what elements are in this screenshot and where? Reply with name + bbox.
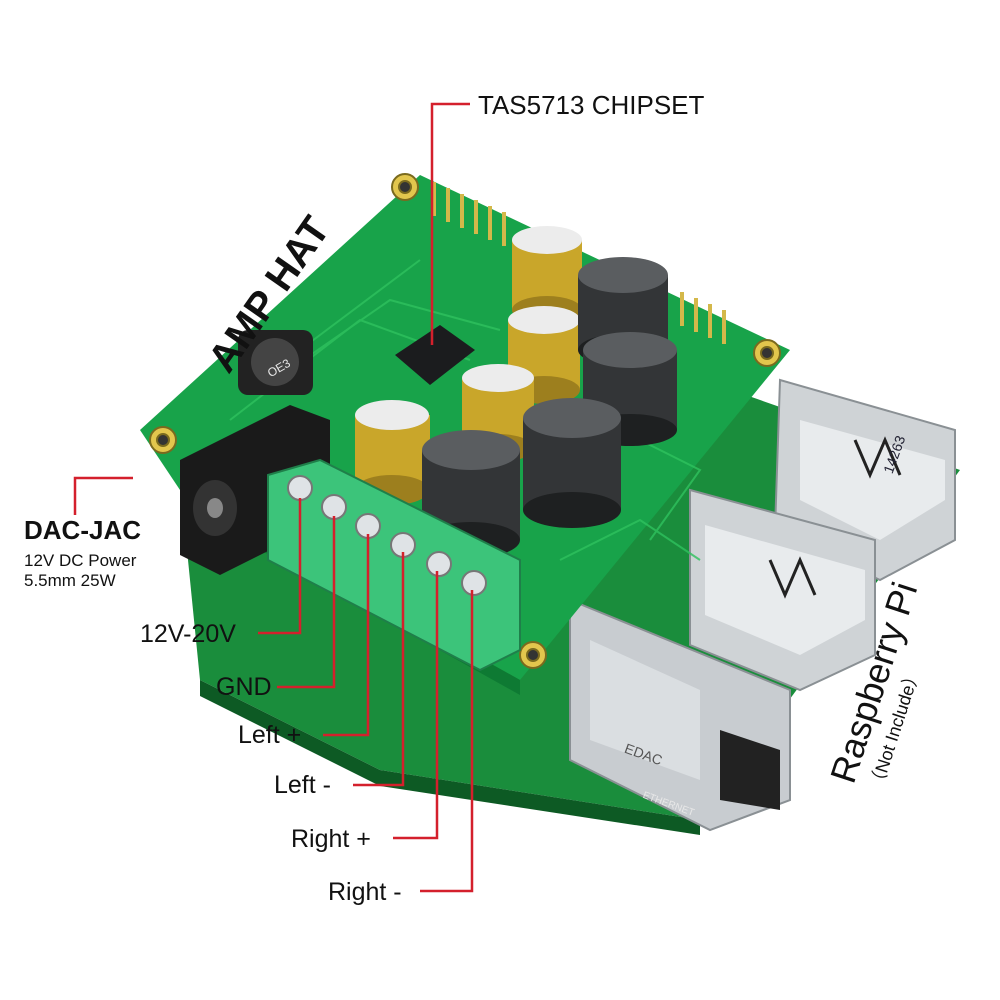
dac-jack-line2: 5.5mm 25W <box>24 571 116 590</box>
dac-jack-line1: 12V DC Power <box>24 551 137 570</box>
gpio-header <box>432 182 726 344</box>
callout-lines <box>73 102 474 893</box>
chipset-callout-label: TAS5713 CHIPSET <box>478 90 705 120</box>
terminal-label-gnd: GND <box>216 673 272 701</box>
terminal-label-left-plus: Left + <box>238 721 302 749</box>
ethernet-port <box>569 598 791 832</box>
usb-port-lower <box>689 488 876 692</box>
terminal-label-12v: 12V-20V <box>140 620 236 648</box>
terminal-label-right-plus: Right + <box>291 825 371 853</box>
mounting-holes <box>149 173 781 669</box>
tas5713-chip <box>395 325 475 385</box>
electrolytic-capacitors <box>355 226 582 505</box>
terminal-label-right-minus: Right - <box>328 878 402 906</box>
small-inductor <box>238 330 313 395</box>
raspberry-pi-board-edge <box>200 680 700 835</box>
terminal-label-left-minus: Left - <box>274 771 331 799</box>
dac-jack-title: DAC-JAC <box>24 515 141 545</box>
